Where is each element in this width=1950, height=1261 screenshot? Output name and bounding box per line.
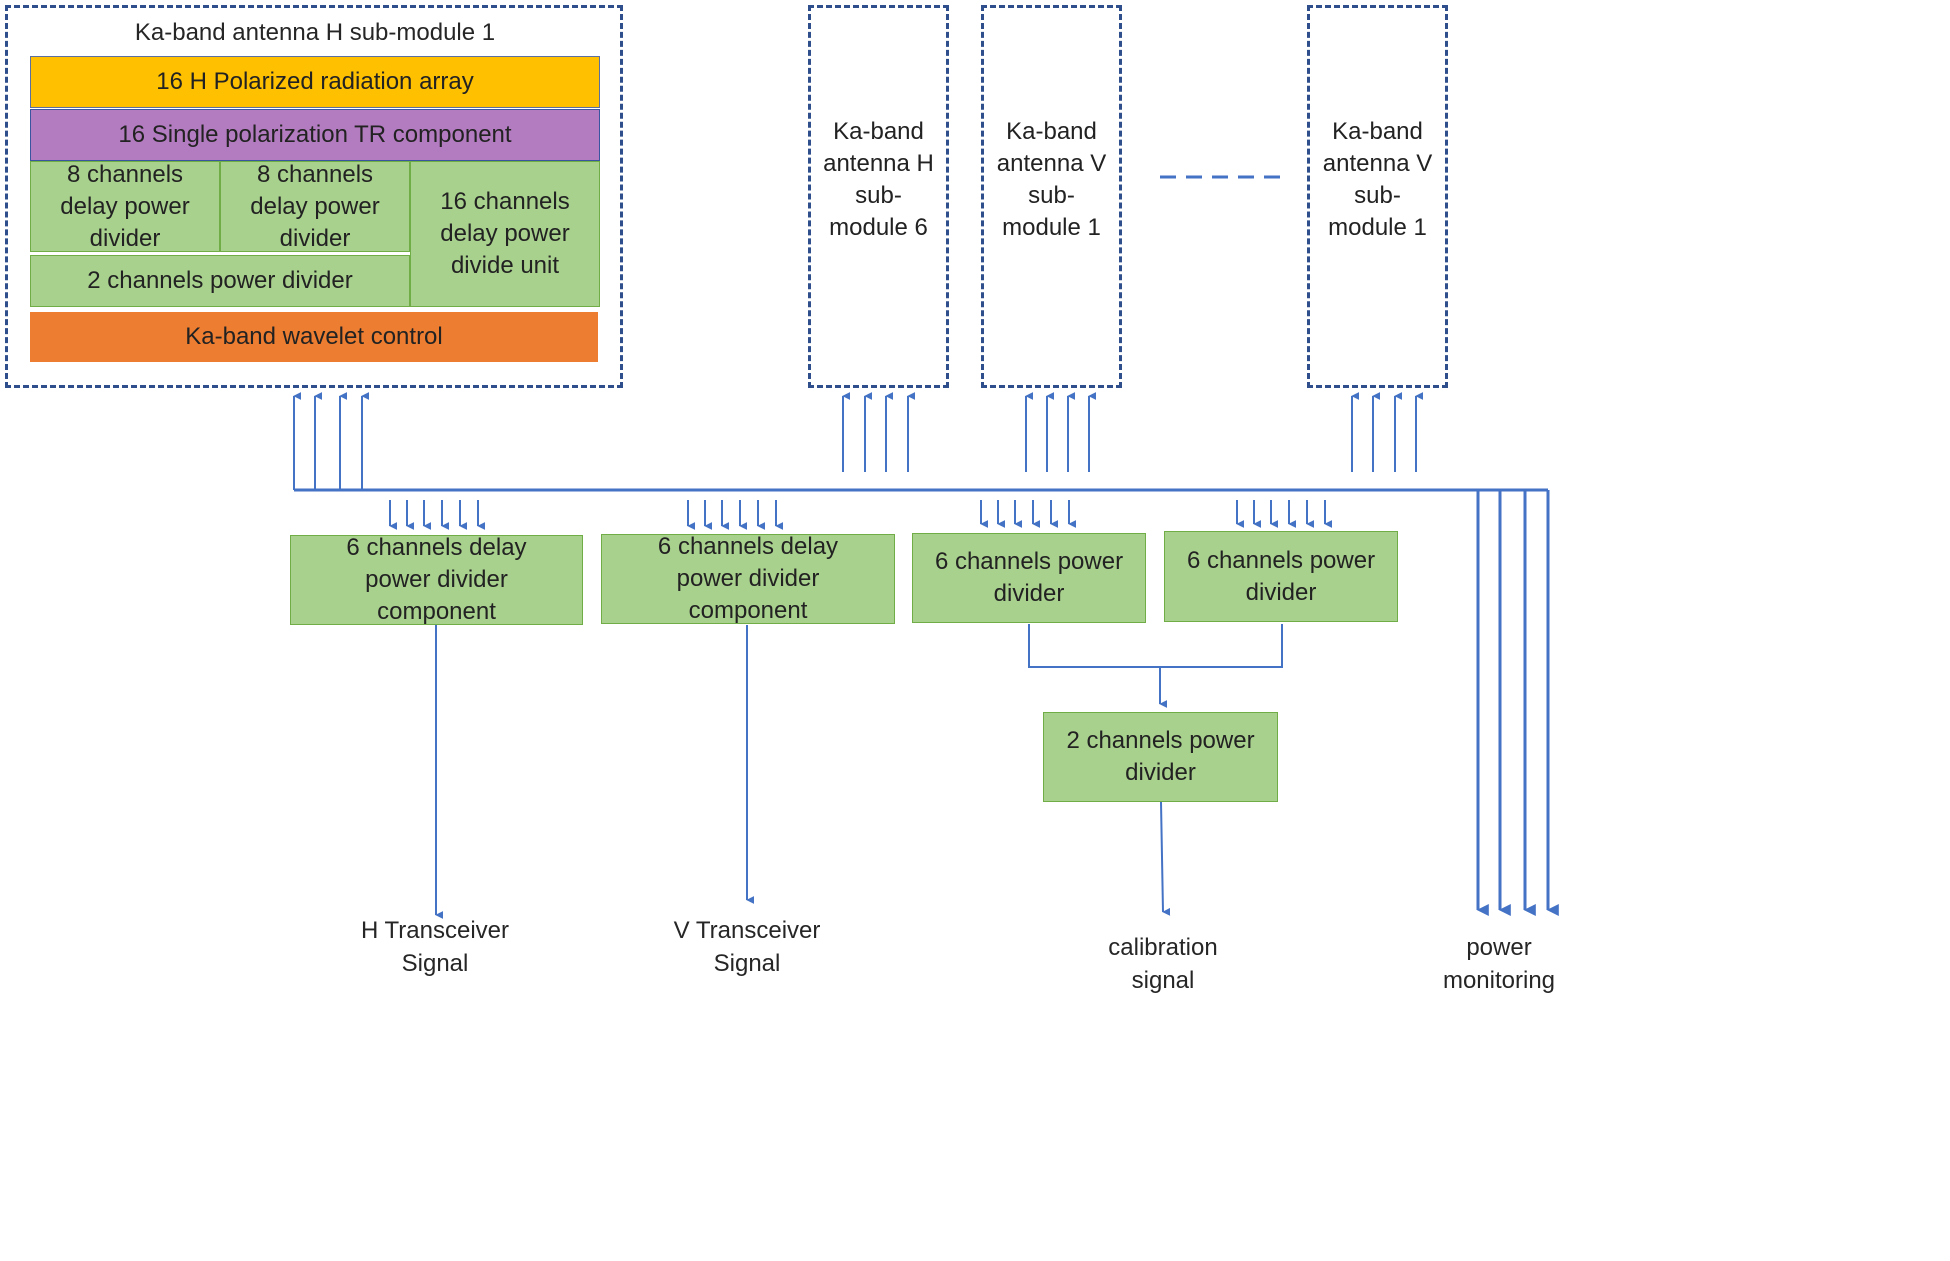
two-channel-divider-top: 2 channels power divider [30,255,410,307]
delay-divider-b: 8 channels delay power divider [220,161,410,252]
calibration-signal-label: calibration signal [1108,934,1218,994]
cal-divider-a: 6 channels power divider [912,533,1146,623]
h-submodule-1-title: Ka-band antenna H sub-module 1 [134,19,496,46]
v-submodule-1-label: Ka-band antenna V sub-module 1 [996,118,1107,241]
v-submodule-1 [981,5,1122,388]
v-delay-divider-component: 6 channels delay power divider component [601,533,895,624]
cal-merge-divider: 2 channels power divider [1043,712,1278,802]
cal-divider-b: 6 channels power divider [1164,531,1398,622]
radiation-array: 16 H Polarized radiation array [30,56,600,108]
tr-component: 16 Single polarization TR component [30,109,600,161]
v-submodule-last-label: Ka-band antenna V sub-module 1 [1322,118,1433,241]
h-delay-divider-component: 6 channels delay power divider component [290,534,583,625]
wavelet-control: Ka-band wavelet control [30,312,598,362]
sixteen-channel-unit: 16 channels delay power divide unit [410,161,600,307]
delay-divider-a: 8 channels delay power divider [30,161,220,252]
v-transceiver-signal-label: V Transceiver Signal [673,917,821,977]
power-monitoring-label: power monitoring [1442,934,1556,994]
divider-input-arrows [389,500,1333,530]
h-transceiver-signal-label: H Transceiver Signal [360,917,510,977]
connection-wires [293,175,1559,919]
v-submodule-last [1307,5,1448,388]
h-submodule-1 [5,5,623,388]
h-submodule-6 [808,5,949,388]
h-submodule-6-label: Ka-band antenna H sub-module 6 [823,118,934,241]
